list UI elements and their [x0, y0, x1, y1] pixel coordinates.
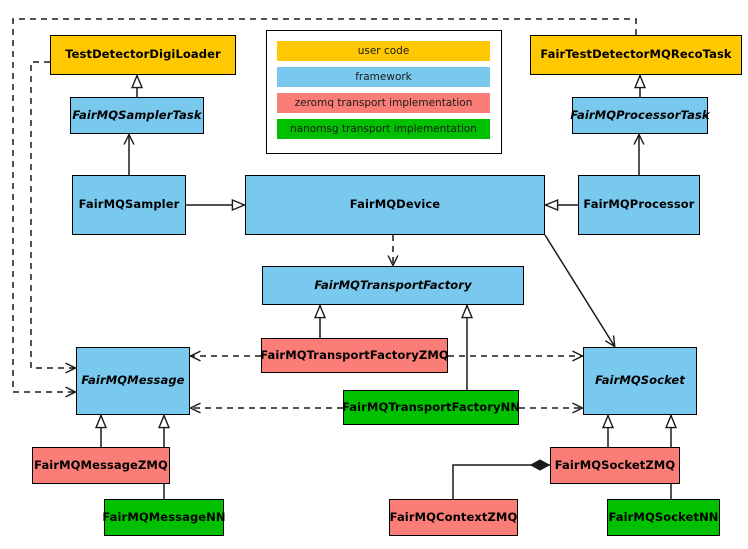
class-node-fairmqprocessortask[interactable]: FairMQProcessorTask [570, 97, 710, 134]
edge-recotask-message [12, 18, 637, 392]
class-node-fairmqmessagenn[interactable]: FairMQMessageNN [102, 499, 226, 536]
class-node-fairtestdetectormqrecotask[interactable]: FairTestDetectorMQRecoTask [530, 35, 742, 75]
class-node-fairmqsocket[interactable]: FairMQSocket [583, 347, 697, 415]
legend-item-framework: framework [277, 67, 490, 87]
class-node-fairmqsocketnn[interactable]: FairMQSocketNN [607, 499, 720, 536]
legend-item-zeromq: zeromq transport implementation [277, 93, 490, 113]
class-node-fairmqtransportfactorynn[interactable]: FairMQTransportFactoryNN [342, 390, 520, 425]
class-node-fairmqdevice[interactable]: FairMQDevice [245, 175, 545, 235]
edge-device-socket [544, 234, 616, 347]
class-node-fairmqsampler[interactable]: FairMQSampler [72, 175, 186, 235]
class-node-fairmqmessage[interactable]: FairMQMessage [76, 347, 190, 415]
class-node-fairmqmessagezmq[interactable]: FairMQMessageZMQ [32, 447, 170, 484]
class-node-fairmqprocessor[interactable]: FairMQProcessor [578, 175, 700, 235]
class-node-fairmqsamplertask[interactable]: FairMQSamplerTask [70, 97, 204, 134]
legend-item-nanomsg: nanomsg transport implementation [277, 119, 490, 139]
class-node-fairmqsocketzmq[interactable]: FairMQSocketZMQ [550, 447, 680, 484]
class-node-fairmqtransportfactory[interactable]: FairMQTransportFactory [262, 266, 524, 305]
edge-contextzmq-socketzmq [452, 465, 550, 499]
class-node-testdetectordigiloader[interactable]: TestDetectorDigiLoader [50, 35, 236, 75]
class-node-fairmqtransportfactoryzmq[interactable]: FairMQTransportFactoryZMQ [260, 338, 449, 373]
class-node-fairmqcontextzmq[interactable]: FairMQContextZMQ [389, 499, 518, 536]
color-legend: user code framework zeromq transport imple… [266, 30, 502, 154]
legend-item-user-code: user code [277, 41, 490, 61]
